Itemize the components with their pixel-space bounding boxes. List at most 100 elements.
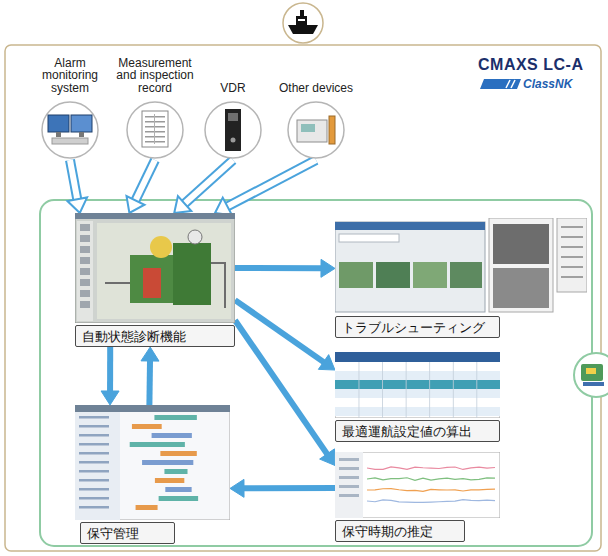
- function-label-box: 保守時期の推定: [335, 520, 465, 542]
- logo-band: [480, 79, 521, 89]
- arrow-shaft: [146, 359, 153, 405]
- table-grid: [452, 362, 454, 418]
- flow-arrow: [235, 320, 335, 465]
- tool-button: [80, 301, 90, 308]
- data-source: Alarm monitoring system: [30, 56, 110, 160]
- task-name: [79, 479, 109, 482]
- caption-area: Alarm monitoring system: [30, 56, 110, 94]
- arrow-core: [226, 160, 316, 207]
- arrow-outline: [135, 160, 155, 202]
- side-item: [339, 485, 359, 488]
- arrow-core: [183, 160, 233, 205]
- sensor-probe: [329, 116, 335, 144]
- arrow-shaft: [235, 320, 328, 455]
- task-name: [79, 416, 109, 419]
- icon-circle: [205, 102, 261, 158]
- product-logo: CMAXS LC-A: [478, 56, 583, 74]
- function-panel: 最適運航設定値の算出: [335, 352, 500, 442]
- task-bar: [152, 433, 192, 438]
- thumbnail: [413, 262, 447, 288]
- task-bar: [130, 442, 185, 447]
- title-bar: [75, 405, 230, 412]
- tool-button: [80, 279, 90, 286]
- tool-panel: [77, 221, 93, 321]
- task-bar: [164, 469, 187, 474]
- engine-part: [150, 236, 172, 258]
- task-name: [79, 461, 109, 464]
- device-icon: [286, 100, 346, 160]
- task-name: [79, 470, 109, 473]
- data-source: Other devices: [276, 56, 356, 160]
- arrow-shaft: [242, 485, 335, 491]
- device-body: [297, 120, 327, 142]
- tool-button: [80, 257, 90, 264]
- device-label: Other devices: [279, 82, 353, 95]
- table-grid: [358, 362, 360, 418]
- document-line: [561, 236, 583, 238]
- arrow-head: [126, 196, 144, 213]
- side-panel: [335, 452, 363, 518]
- task-name: [79, 452, 109, 455]
- title-bar: [335, 222, 485, 230]
- task-bar: [159, 496, 198, 501]
- title-bar: [75, 213, 235, 219]
- table-grid: [382, 362, 384, 418]
- arrow-head: [320, 449, 335, 466]
- thumbnail: [450, 262, 482, 288]
- caption-area: Measurement and inspection record: [111, 56, 199, 94]
- record-sheet: [142, 111, 168, 147]
- side-item: [339, 467, 359, 470]
- window-panel: [335, 222, 485, 312]
- function-label: トラブルシューティング: [342, 320, 485, 336]
- function-panel: 保守管理: [75, 405, 230, 544]
- icon-circle: [42, 102, 98, 158]
- flow-arrow: [235, 259, 335, 277]
- arrow-outline: [226, 160, 316, 207]
- function-label: 保守時期の推定: [342, 524, 433, 540]
- document-line: [561, 246, 583, 248]
- engine-part: [173, 243, 211, 305]
- table-row: [335, 398, 500, 407]
- monitor-screen: [48, 115, 69, 132]
- thumbnail: [339, 262, 373, 288]
- arrow-shaft: [235, 300, 325, 363]
- tool-button: [80, 246, 90, 253]
- arrow-shaft: [107, 347, 113, 393]
- data-source: Measurement and inspection record: [111, 56, 199, 160]
- task-name: [79, 425, 109, 428]
- arrow-head: [101, 391, 119, 405]
- device-icon: [40, 100, 100, 160]
- flow-arrow: [235, 300, 335, 370]
- console-desk: [52, 138, 88, 144]
- chart-line: [367, 500, 495, 503]
- document: [557, 218, 587, 292]
- screen-frame: [335, 452, 500, 518]
- ship-funnel: [300, 10, 304, 16]
- task-name: [79, 434, 109, 437]
- arrow-head: [230, 479, 244, 497]
- task-name: [79, 497, 109, 500]
- side-item: [339, 476, 359, 479]
- outer-frame: [5, 45, 601, 551]
- device-icon: [125, 100, 185, 160]
- device-display: [301, 124, 315, 132]
- form-field: [339, 234, 399, 242]
- flow-arrow: [215, 160, 316, 215]
- monitor-stand: [56, 132, 61, 137]
- table-row: [335, 371, 500, 380]
- ship-window: [298, 19, 305, 21]
- system-frame: [40, 200, 592, 546]
- screen-frame: [75, 405, 230, 520]
- document-line: [561, 266, 583, 268]
- badge-circle: [283, 3, 323, 43]
- engine-part: [143, 268, 161, 298]
- side-item: [339, 458, 359, 461]
- vdr-button: [231, 138, 236, 143]
- flow-arrow: [230, 479, 335, 497]
- flow-arrow: [126, 160, 155, 213]
- flow-arrow: [101, 347, 119, 405]
- screen-frame: [335, 352, 500, 418]
- table-row: [335, 362, 500, 371]
